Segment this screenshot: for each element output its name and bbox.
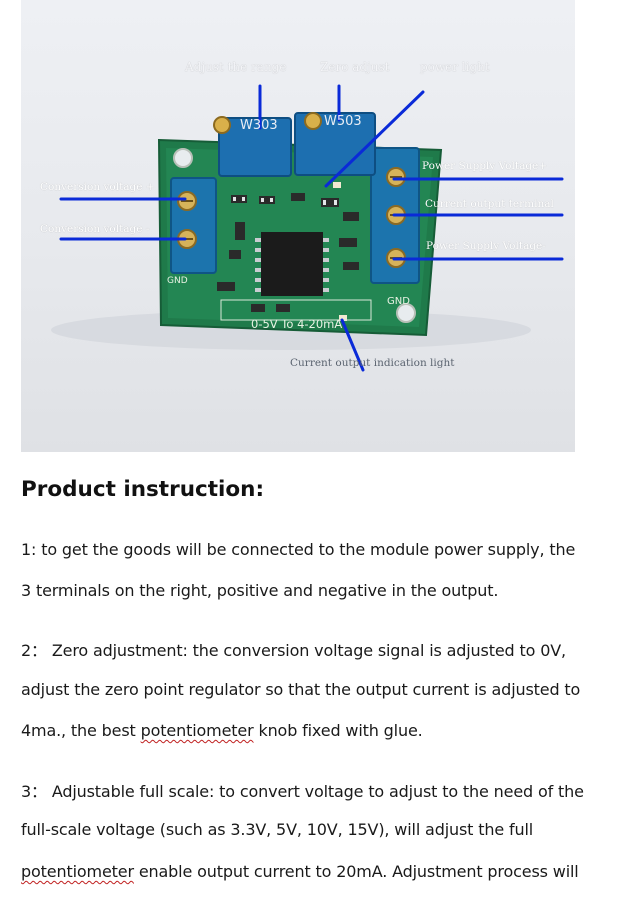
instruction-line-6: 3： Adjustable full scale: to convert vol… bbox=[21, 782, 584, 801]
pot-label-left: W303 bbox=[240, 118, 278, 133]
text-run: enable output current to 20mA. Adjustmen… bbox=[133, 862, 579, 881]
pot-label-right: W503 bbox=[324, 114, 362, 129]
board-illustration bbox=[51, 84, 564, 372]
product-photo: Adjust the range Zero adjust power light… bbox=[21, 0, 575, 452]
label-power-supply-plus: Power Supply Voltage+ bbox=[422, 160, 548, 172]
label-conversion-voltage-plus: Conversion voltage + bbox=[40, 181, 155, 193]
instruction-line-5: 4ma., the best potentiometer knob fixed … bbox=[21, 721, 423, 740]
instruction-line-3: 2： Zero adjustment: the conversion volta… bbox=[21, 641, 566, 660]
label-zero-adjust: Zero adjust bbox=[320, 60, 390, 74]
text-run: knob fixed with glue. bbox=[253, 721, 423, 740]
silkscreen-gnd-right: GND bbox=[387, 296, 410, 307]
label-adjust-range: Adjust the range bbox=[185, 60, 287, 74]
label-power-supply-minus: Power Supply Voltage- bbox=[426, 240, 546, 252]
instruction-line-7: full-scale voltage (such as 3.3V, 5V, 10… bbox=[21, 820, 534, 839]
silkscreen-gnd-left: GND bbox=[167, 276, 188, 286]
label-conversion-voltage-minus: Conversion voltage - bbox=[40, 223, 150, 235]
silkscreen-range: 0-5V To 4-20mA bbox=[251, 317, 343, 331]
label-current-output-indication: Current output indication light bbox=[290, 357, 455, 369]
label-current-output-terminal: Current output terminal bbox=[425, 198, 554, 210]
text-run: 4ma., the best bbox=[21, 721, 141, 740]
instruction-line-8: potentiometer enable output current to 2… bbox=[21, 862, 579, 881]
spellcheck-word: potentiometer bbox=[21, 862, 134, 881]
label-power-light: power light bbox=[420, 60, 490, 74]
section-heading: Product instruction: bbox=[21, 477, 265, 502]
instruction-line-2: 3 terminals on the right, positive and n… bbox=[21, 581, 499, 600]
spellcheck-word: potentiometer bbox=[140, 721, 254, 740]
instruction-line-1: 1: to get the goods will be connected to… bbox=[21, 540, 576, 559]
instruction-line-4: adjust the zero point regulator so that … bbox=[21, 680, 581, 699]
